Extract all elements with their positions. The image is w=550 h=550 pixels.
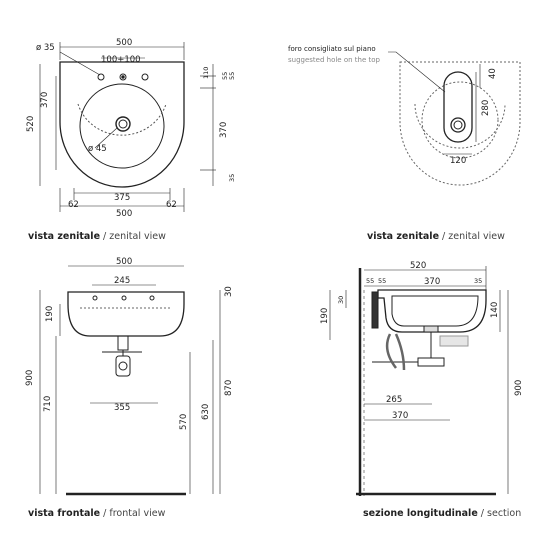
sec-dim-370: 370 [424,277,440,287]
dim-500-bottom: 500 [116,209,132,219]
bottom-left-labels: 500 245 30 190 900 710 355 570 630 870 [25,257,234,430]
sec-dim-900: 900 [514,380,524,396]
sec-dim-35: 35 [474,277,482,285]
dim-280: 280 [481,100,491,116]
sec-dim-30: 30 [337,296,345,304]
caption-sep: / [480,508,484,519]
caption-top-left: vista zenitale / zenital view [28,231,166,242]
dim-370-right: 370 [219,122,229,138]
front-dim-30: 30 [224,286,234,297]
front-dim-190: 190 [45,306,55,322]
dim-55a: 55 [221,72,229,80]
dim-375: 375 [114,193,130,203]
sec-dim-265: 265 [386,395,402,405]
dim-55b: 55 [228,72,236,80]
dim-62b: 62 [166,200,177,210]
caption-bottom-left: vista frontale / frontal view [28,508,165,519]
caption-sep: / [103,508,107,519]
top-right-zenital-view [388,51,521,186]
dim-120: 120 [450,156,466,166]
hole-diameter-label: ø 35 [36,43,55,53]
dim-520-left: 520 [26,116,36,132]
caption-top-right-bold: vista zenitale [367,231,440,242]
sec-dim-55a: 55 [366,277,374,285]
front-dim-710: 710 [43,396,53,412]
sec-dim-520: 520 [410,261,426,271]
caption-sep: / [103,231,107,242]
sec-dim-190: 190 [320,308,330,324]
bottom-right-labels: 520 55 55 370 35 30 140 190 265 370 900 [320,261,524,421]
front-dim-900: 900 [25,370,35,386]
top-right-labels: foro consigliato sul piano suggested hol… [288,45,498,166]
dim-370-left: 370 [40,92,50,108]
front-dim-630: 630 [201,404,211,420]
front-dim-355: 355 [114,403,130,413]
front-dim-245: 245 [114,276,130,286]
caption-top-right-rest: zenital view [448,231,505,242]
caption-bottom-right-bold: sezione longitudinale [363,508,478,519]
top-left-zenital-view [39,42,216,212]
caption-bottom-right-rest: section [487,508,522,519]
note-line-2: suggested hole on the top [288,56,381,64]
sec-dim-140: 140 [490,302,500,318]
dim-40: 40 [488,68,498,79]
dim-110: 110 [202,67,210,79]
bottom-left-frontal-view [39,265,221,496]
top-left-labels: ø 35 500 100+100 370 520 110 55 55 370 3… [26,38,236,219]
width-500-label: 500 [116,38,132,48]
drain-diameter-label: ø 45 [88,144,107,154]
caption-top-left-rest: zenital view [109,231,166,242]
sec-dim-55b: 55 [378,277,386,285]
front-dim-500: 500 [116,257,132,267]
spacing-label: 100+100 [101,55,141,65]
front-dim-870: 870 [224,380,234,396]
caption-bottom-right: sezione longitudinale / section [363,508,521,519]
caption-sep: / [442,231,446,242]
dim-35-right: 35 [228,174,236,182]
front-dim-570: 570 [179,414,189,430]
caption-top-left-bold: vista zenitale [28,231,101,242]
bottom-right-section [329,266,509,496]
dim-62a: 62 [68,200,79,210]
sec-dim-370b: 370 [392,411,408,421]
note-line-1: foro consigliato sul piano [288,45,376,53]
caption-top-right: vista zenitale / zenital view [367,231,505,242]
caption-bottom-left-bold: vista frontale [28,508,101,519]
caption-bottom-left-rest: frontal view [109,508,166,519]
